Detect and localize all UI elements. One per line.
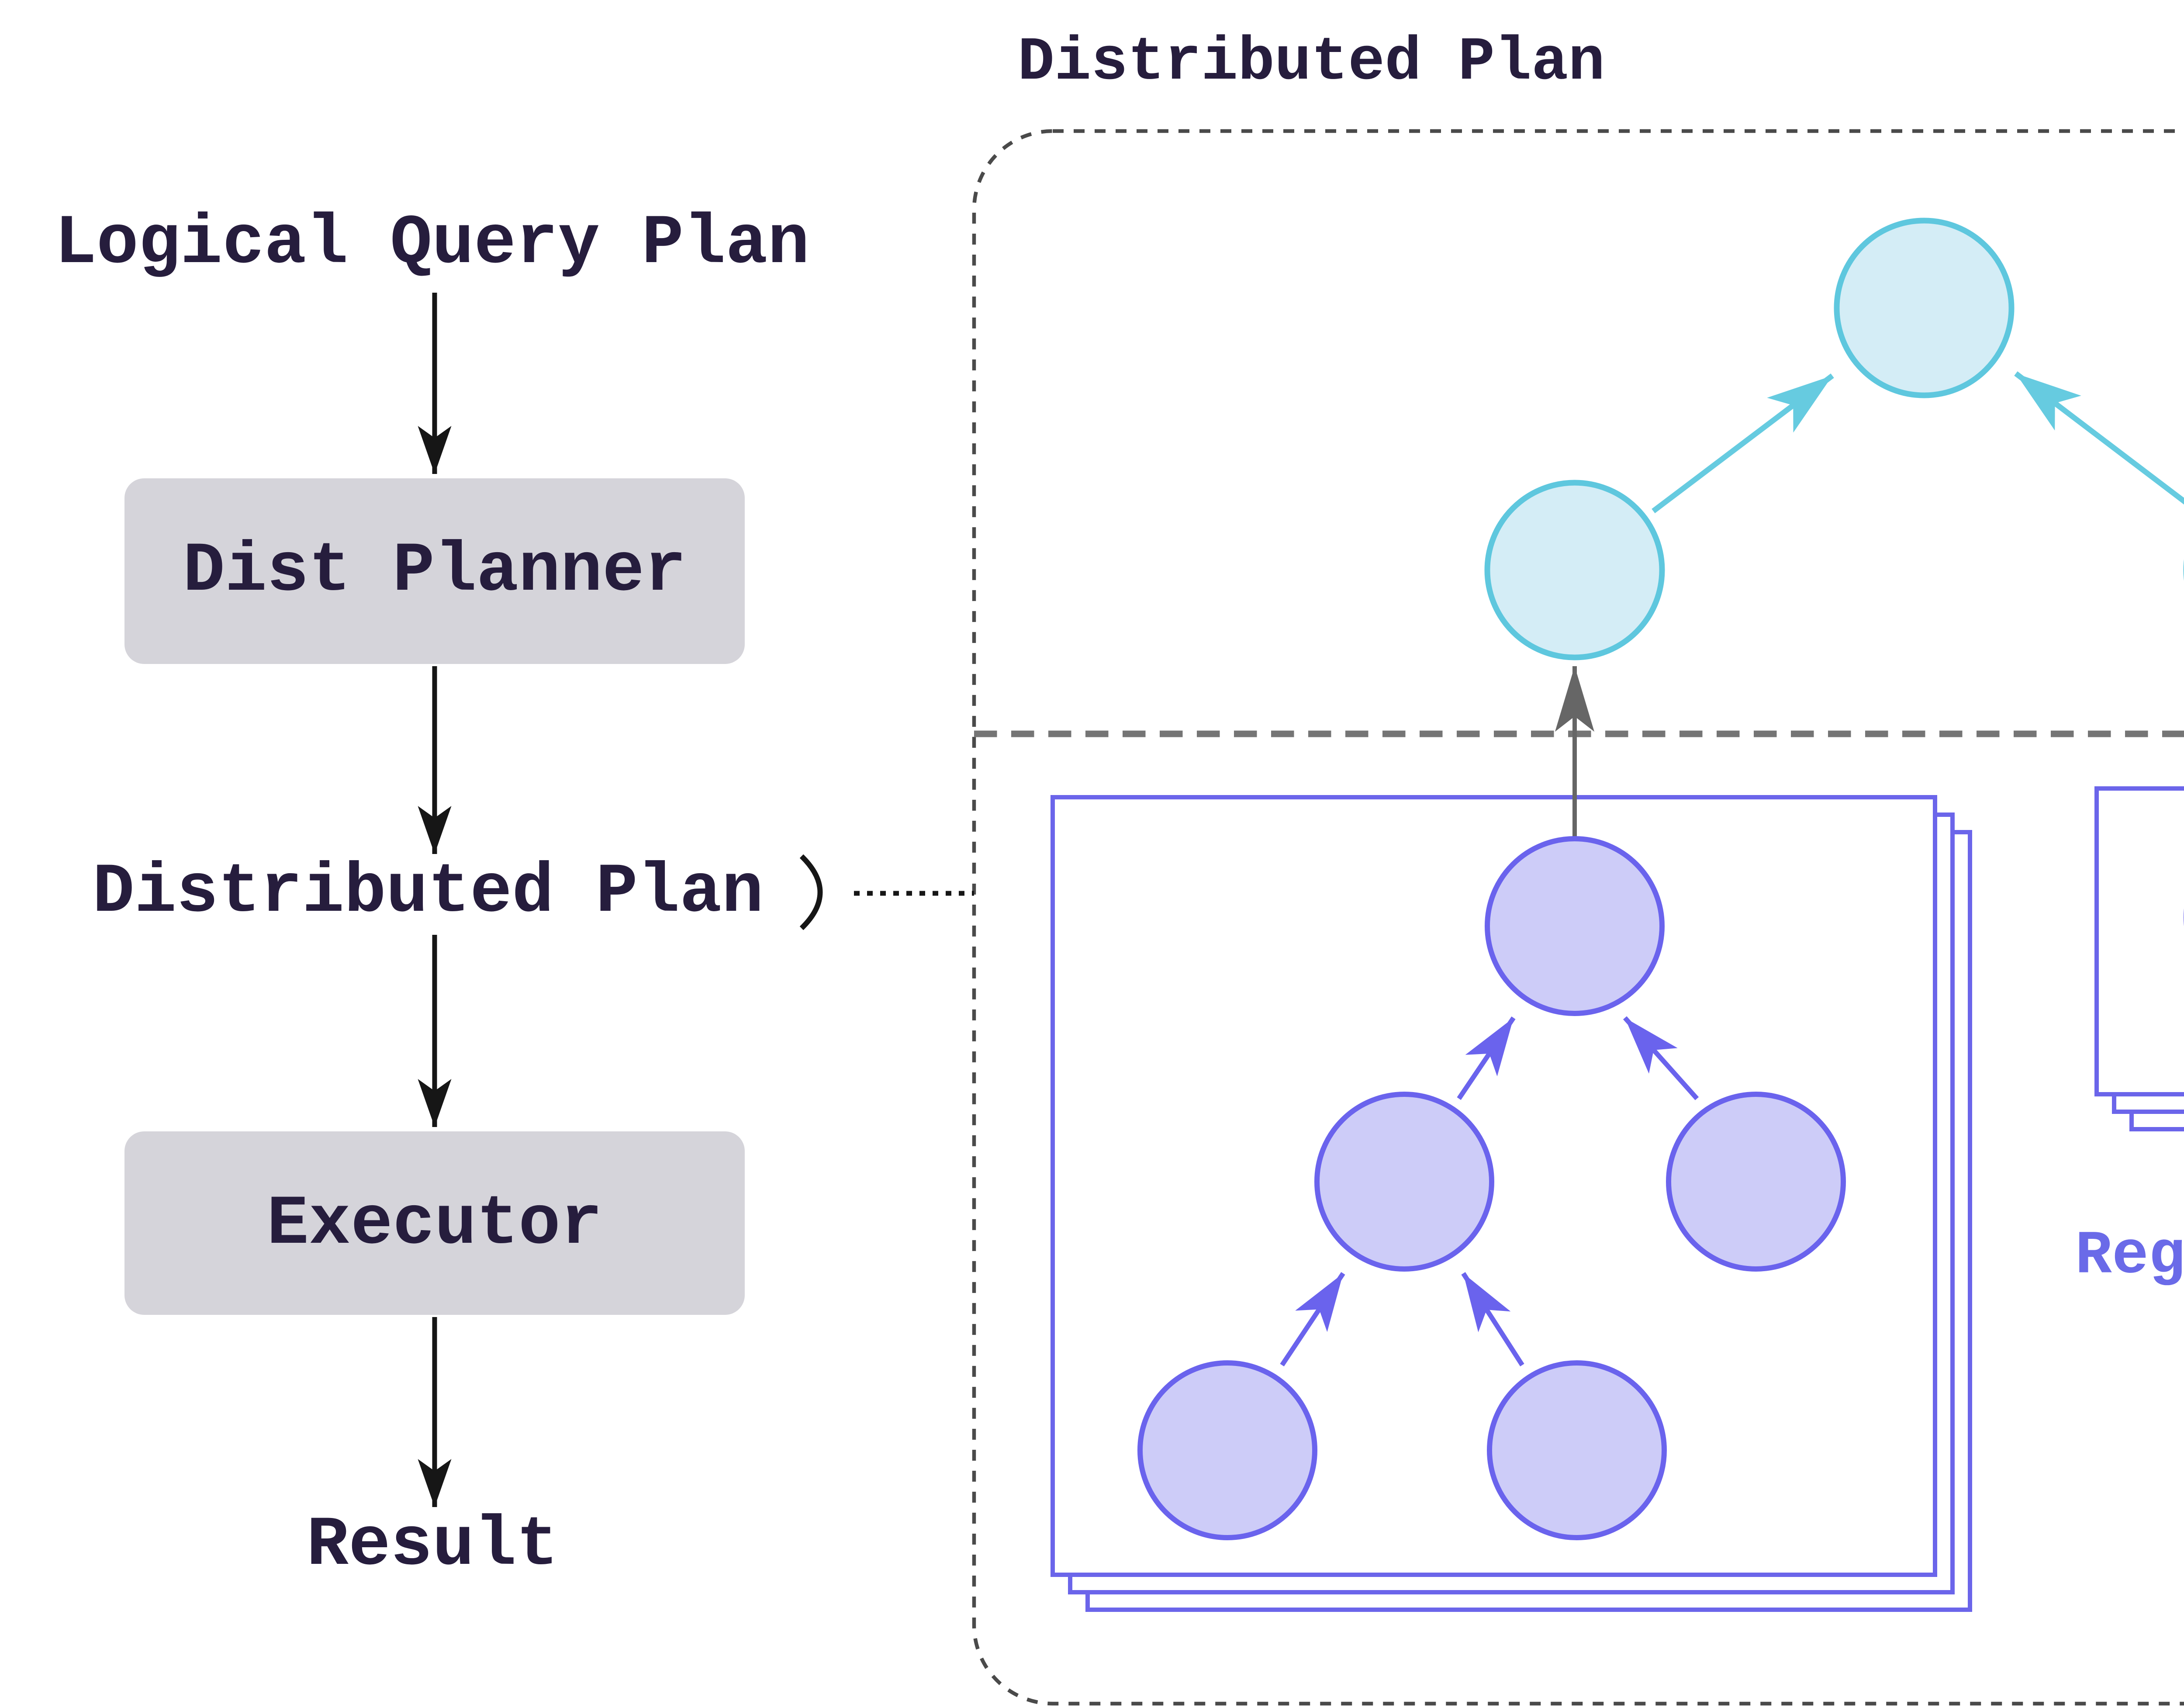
tree-arrow-mr-top [1623, 1016, 1699, 1100]
tree-arrow-bl-ml [1280, 1272, 1345, 1367]
dist-planner-label: Dist Planner [183, 531, 687, 612]
label-logical-query-plan: Logical Query Plan [55, 203, 810, 284]
executor-label: Executor [266, 1182, 603, 1264]
distributed-plan-title: Distributed Plan [1018, 31, 1605, 98]
distributed-plan-boundary [972, 129, 2184, 1706]
label-distributed-plan: Distributed Plan [92, 852, 764, 933]
tree-arrow-br-ml [1461, 1272, 1524, 1366]
executor-box: Executor [124, 1131, 745, 1315]
frontend-root-node [1834, 218, 2015, 398]
brace [799, 854, 823, 930]
dist-planner-box: Dist Planner [124, 478, 745, 664]
label-result: Result [306, 1505, 559, 1586]
datanode-tree-leaf-left [1137, 1360, 1317, 1540]
frontend-node-left [1484, 480, 1665, 660]
datanode-tree-mid-left [1314, 1092, 1494, 1272]
datanode-tree-root [1485, 836, 1665, 1016]
datanode-tree-mid-right [1666, 1092, 1846, 1272]
frontend-arrow-right [2014, 371, 2184, 505]
frontend-arrow-left [1652, 373, 1834, 513]
region-box-right [2094, 786, 2184, 1096]
datanode-tree-leaf-right [1487, 1360, 1667, 1540]
regions-label: Regions [2075, 1224, 2184, 1292]
tree-arrow-ml-top [1457, 1016, 1516, 1100]
